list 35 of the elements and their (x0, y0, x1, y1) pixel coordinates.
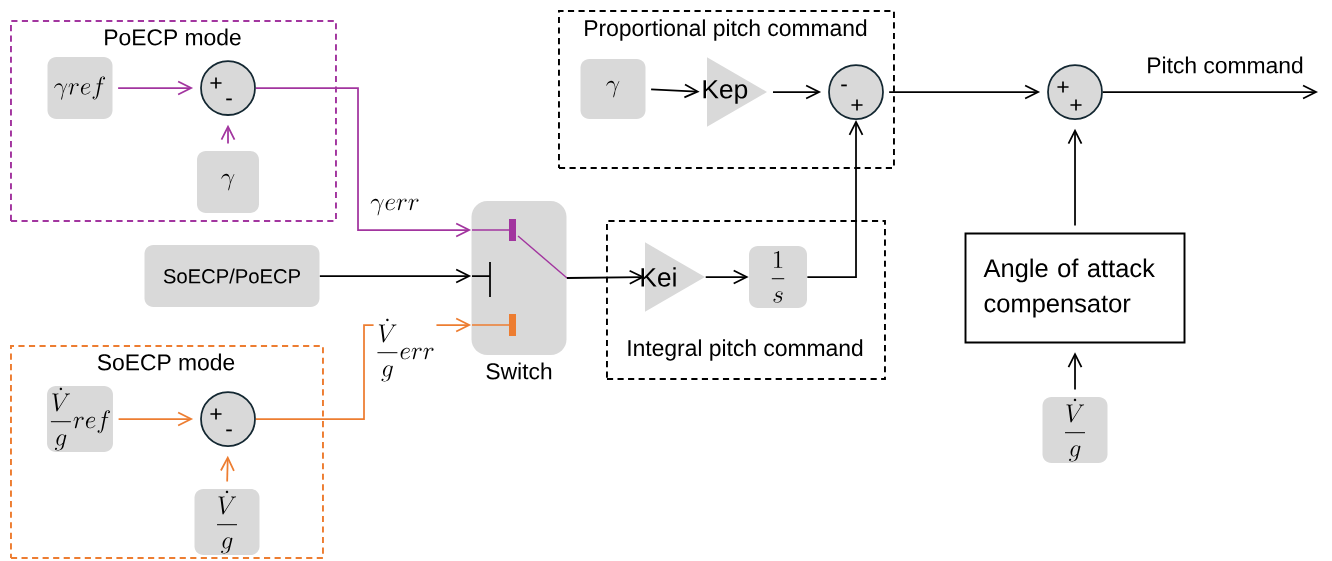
arrow (117, 411, 194, 427)
summing-junction: + + (1047, 64, 1103, 120)
block: $\gamma$ (197, 151, 259, 213)
arrow (255, 87, 472, 238)
block: $\frac{\dot{V}}{g}$ (1042, 396, 1108, 464)
gain-triangle: Kep (703, 57, 767, 127)
arrow (566, 269, 645, 285)
block: $\frac{\dot{V}}{g} ref$ (47, 385, 113, 453)
process-box: Angle of attack compensator (964, 232, 1186, 344)
arrow (1067, 352, 1083, 391)
arrow (220, 124, 236, 145)
gain-triangle: Kei (641, 242, 705, 312)
arrow (1067, 128, 1083, 227)
edge-label: Pitch command (1144, 54, 1306, 76)
arrow (650, 83, 700, 99)
node-label: Switch (486, 362, 552, 380)
arrow (888, 84, 1041, 100)
block: $\frac{1}{s}$ (749, 246, 807, 308)
arrow (704, 269, 749, 285)
edge-label: $\gamma err$ (368, 197, 422, 217)
block: $\frac{\dot{V}}{g}$ (194, 488, 260, 556)
block: $\gamma$ (580, 59, 646, 119)
summing-junction: + - (200, 60, 256, 116)
arrow (806, 119, 864, 278)
block: SoECP/PoECP (144, 245, 320, 307)
edge-label: $\frac{\dot{V}}{g} err$ (373, 316, 437, 384)
arrow (1102, 84, 1318, 100)
arrow (117, 80, 194, 96)
summing-junction: - + (828, 64, 884, 120)
arrow (772, 84, 822, 100)
block: $\gamma ref$ (47, 57, 113, 119)
arrow (319, 268, 472, 284)
summing-junction: + - (200, 391, 256, 447)
arrow (220, 455, 235, 483)
switch-block: Switch (471, 201, 567, 380)
